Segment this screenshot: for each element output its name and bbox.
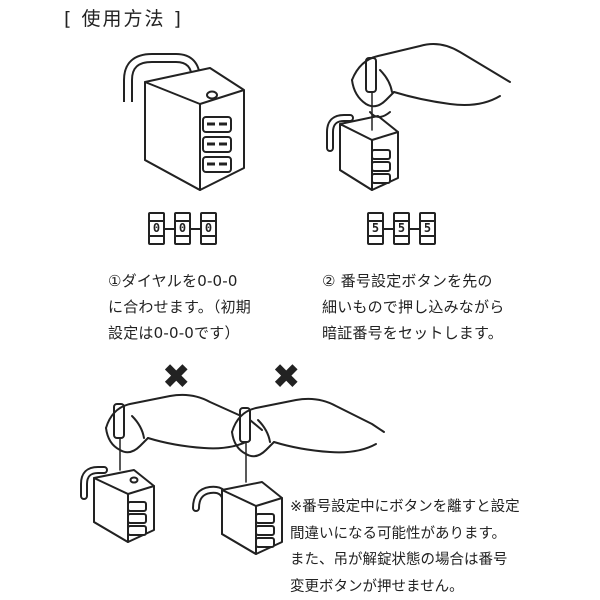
step2-caption: ② 番号設定ボタンを先の 細いもので押し込みながら 暗証番号をセットします。 (322, 268, 504, 346)
dial-separator (384, 227, 393, 230)
caption-line: に合わせます。（初期 (108, 298, 252, 316)
warning-note: ※番号設定中にボタンを離すと設定 間違いになる可能性があります。 また、吊が解錠… (290, 494, 520, 600)
page-title: [ 使用方法 ] (64, 8, 183, 30)
dial-digit: 0 (178, 221, 187, 235)
step1-caption: ①ダイヤルを0-0-0 に合わせます。（初期 設定は0-0-0です） (108, 268, 251, 346)
caption-line: ② 番号設定ボタンを先の (322, 272, 493, 290)
note-line: 間違いになる可能性があります。 (290, 525, 507, 542)
dial-wheel: 0 (200, 212, 217, 245)
caption-line: 細いもので押し込みながら (322, 298, 505, 316)
dial-wheel: 5 (419, 212, 436, 245)
dial-separator (410, 227, 419, 230)
dial-separator (191, 227, 200, 230)
note-line: また、吊が解錠状態の場合は番号 (290, 552, 508, 568)
dial-row-step2: 5 5 5 (367, 212, 436, 245)
caption-line: 設定は0-0-0です） (108, 324, 240, 342)
dial-digit: 5 (423, 221, 432, 235)
dial-digit: 5 (397, 221, 406, 235)
caption-line: ①ダイヤルを0-0-0 (108, 272, 238, 290)
dial-wheel: 5 (367, 212, 384, 245)
dial-digit: 0 (204, 221, 213, 235)
dial-row-step1: 0 0 0 (148, 212, 217, 245)
dial-digit: 5 (371, 221, 380, 235)
dial-wheel: 0 (174, 212, 191, 245)
wrong-mark-icon: ✖ (272, 357, 301, 397)
dial-wheel: 5 (393, 212, 410, 245)
caption-line: 暗証番号をセットします。 (322, 324, 503, 342)
dial-wheel: 0 (148, 212, 165, 245)
dial-digit: 0 (152, 221, 161, 235)
dial-separator (165, 227, 174, 230)
note-line: ※番号設定中にボタンを離すと設定 (290, 499, 520, 515)
note-line: 変更ボタンが押せません。 (290, 578, 464, 595)
wrong-mark-icon: ✖ (162, 357, 191, 397)
